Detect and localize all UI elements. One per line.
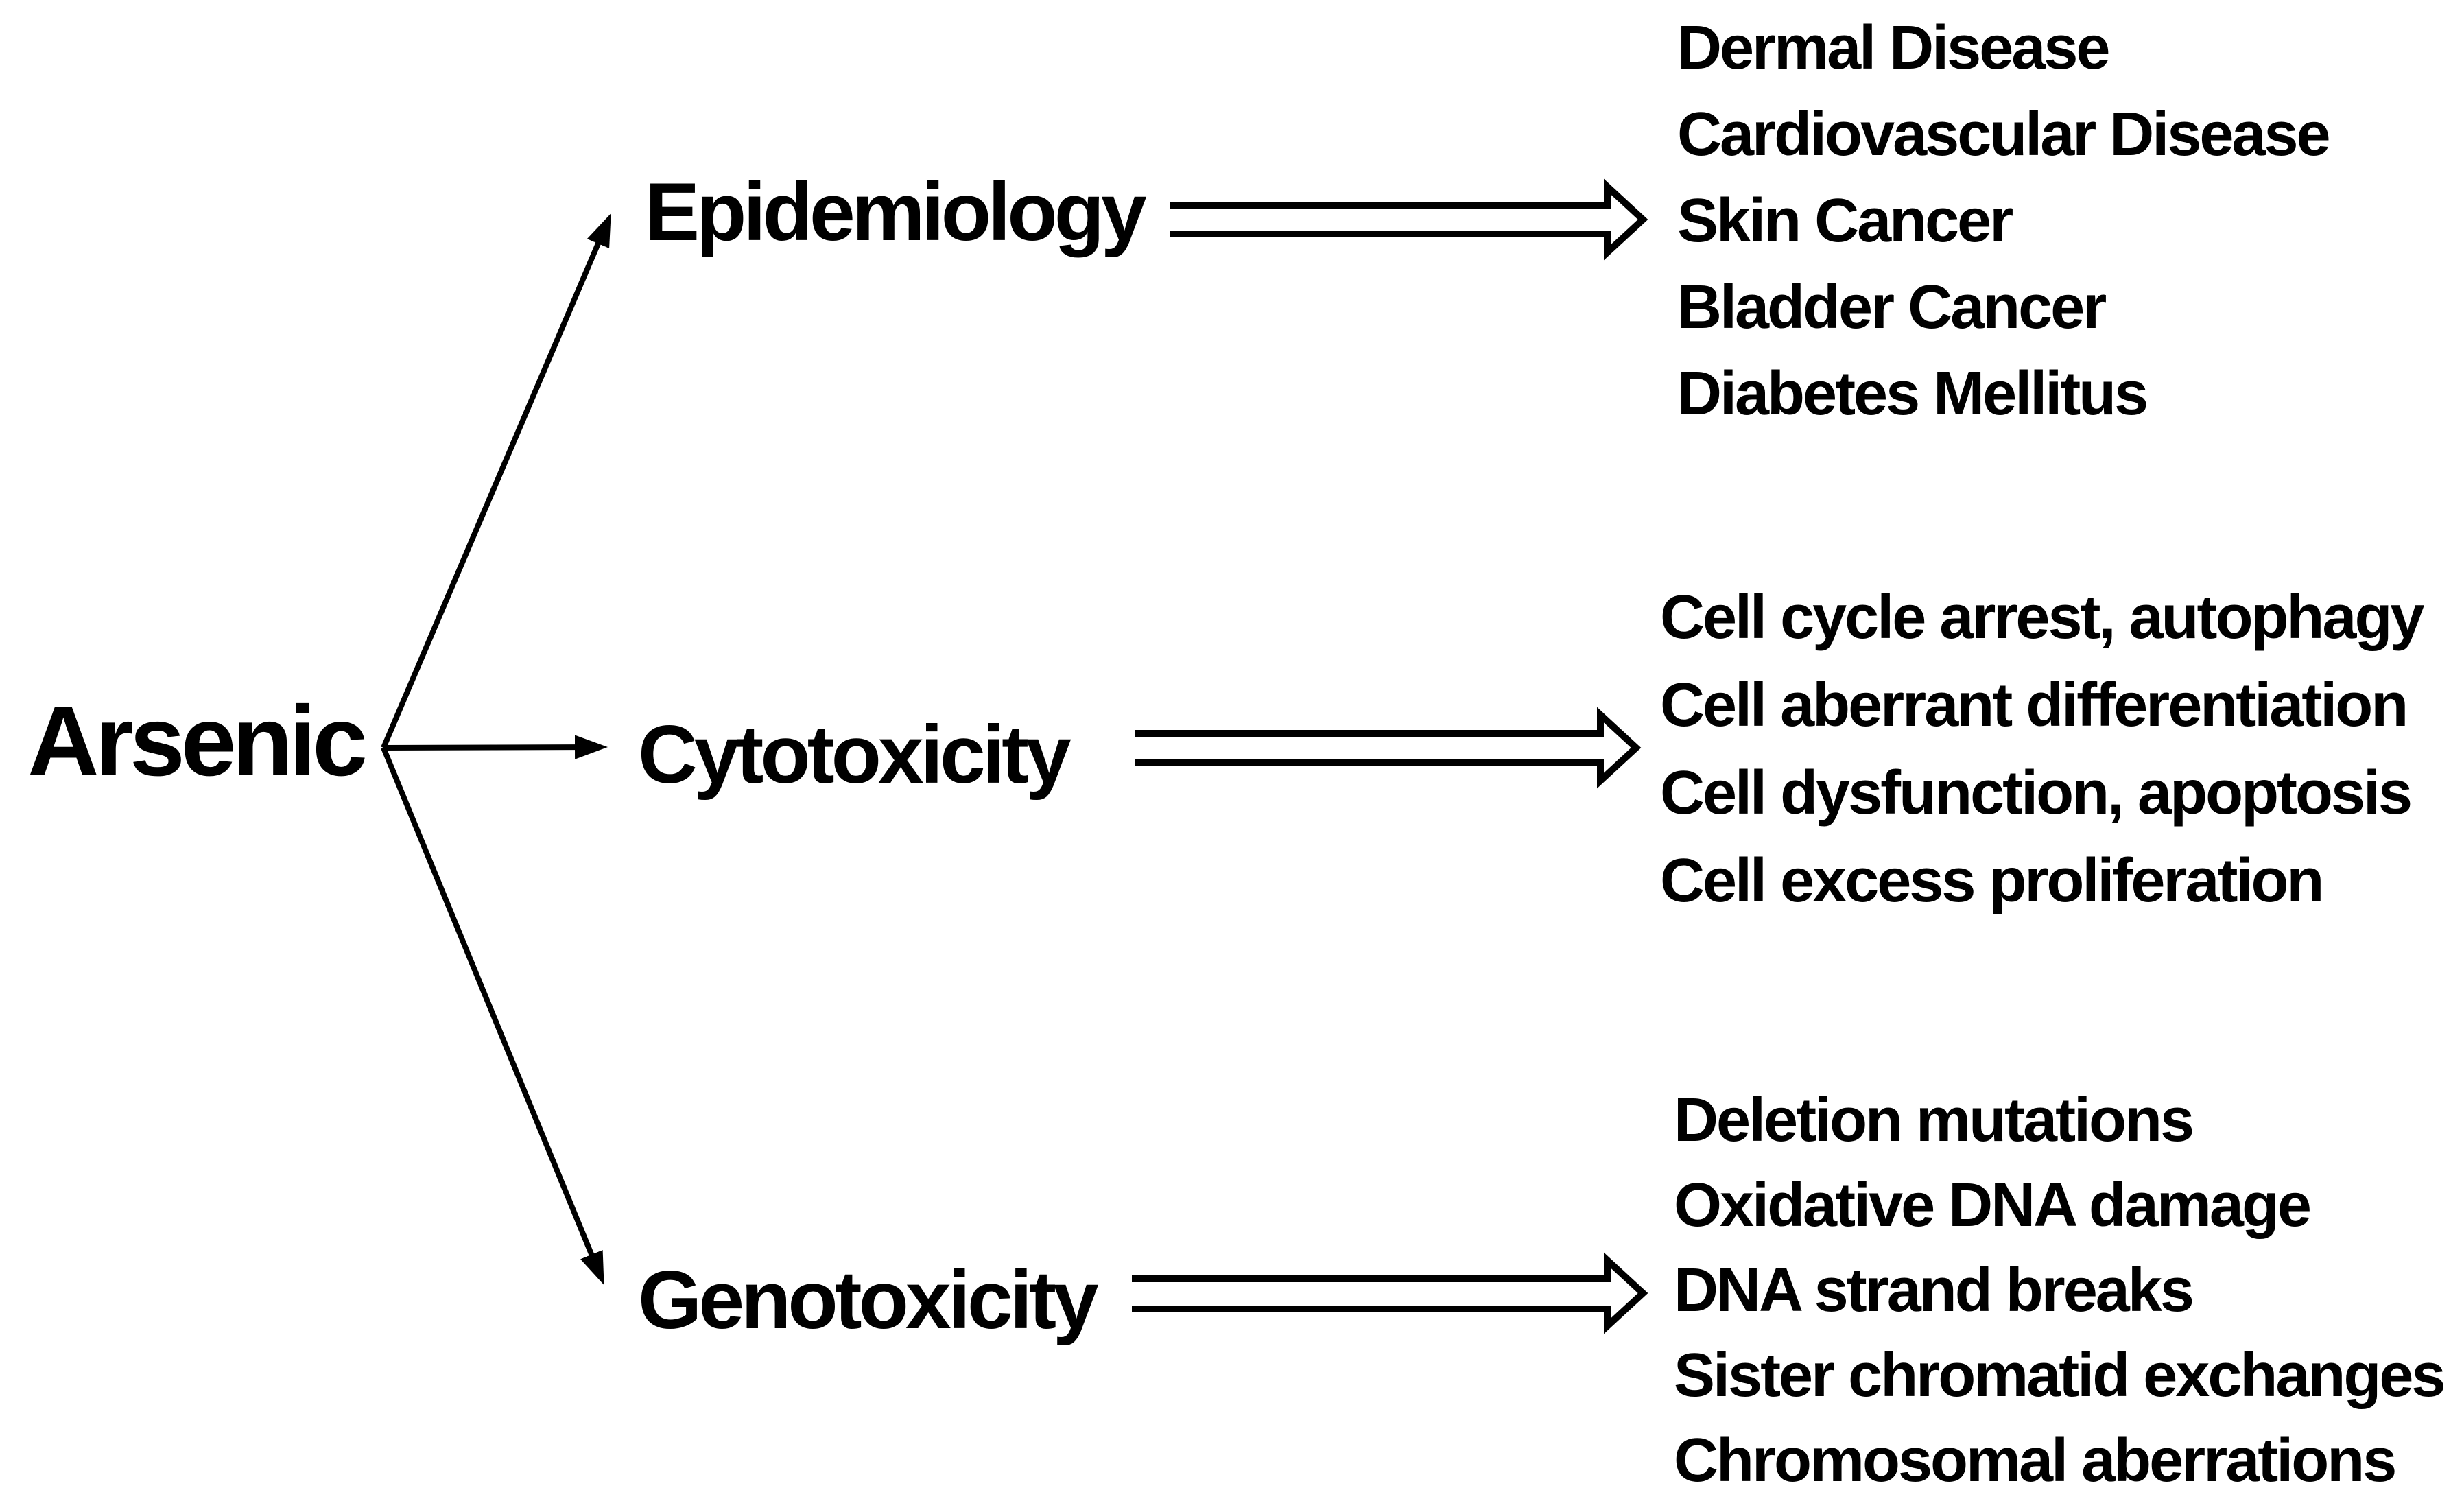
outcome-item: Cell aberrant differentiation [1660, 671, 2408, 740]
outcome-item: Deletion mutations [1674, 1086, 2194, 1155]
outcome-item: Dermal Disease [1677, 14, 2110, 82]
outcome-list-cytotoxicity: Cell cycle arrest, autophagy Cell aberra… [1660, 574, 2424, 925]
outcome-item: Cardiovascular Disease [1677, 100, 2331, 169]
block-arrow-epidemiology-icon [1170, 178, 1648, 261]
branch-label-genotoxicity: Genotoxicity [638, 1254, 1099, 1346]
outcome-item: Sister chromatid exchanges [1674, 1341, 2446, 1410]
branch-label-epidemiology: Epidemiology [645, 166, 1147, 258]
outcome-item: DNA strand breaks [1674, 1256, 2194, 1325]
outcome-item: Cell dysfunction, apoptosis [1660, 759, 2413, 827]
branch-label-cytotoxicity: Cytotoxicity [638, 709, 1071, 801]
outcome-item: Cell excess proliferation [1660, 847, 2324, 915]
branch-arrow-epidemiology [381, 213, 611, 749]
block-arrow-cytotoxicity-icon [1135, 707, 1642, 789]
outcome-item: Cell cycle arrest, autophagy [1660, 583, 2424, 652]
outcome-item: Bladder Cancer [1677, 273, 2107, 342]
outcome-item: Skin Cancer [1677, 187, 2013, 255]
root-node-arsenic: Arsenic [27, 685, 368, 796]
block-arrow-genotoxicity-icon [1132, 1252, 1648, 1334]
outcome-item: Chromosomal aberrations [1674, 1426, 2397, 1495]
outcome-item: Diabetes Mellitus [1677, 359, 2148, 428]
outcome-list-epidemiology: Dermal Disease Cardiovascular Disease Sk… [1677, 5, 2331, 437]
branch-arrow-cytotoxicity [383, 735, 608, 759]
outcome-list-genotoxicity: Deletion mutations Oxidative DNA damage … [1674, 1078, 2446, 1503]
outcome-item: Oxidative DNA damage [1674, 1171, 2312, 1240]
branch-arrow-genotoxicity [381, 746, 604, 1286]
